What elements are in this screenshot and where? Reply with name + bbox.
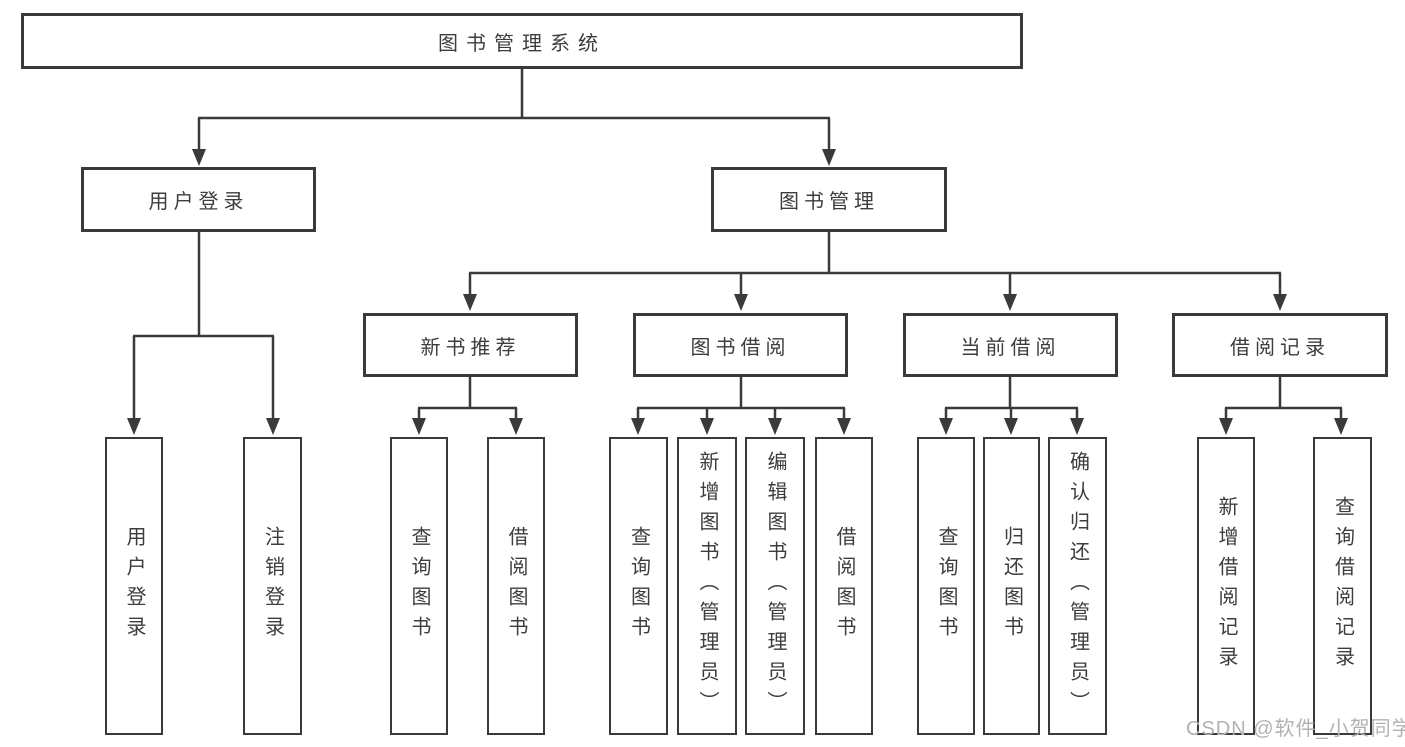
node-leaf-query-books-1: 查询图书 — [390, 437, 448, 735]
node-leaf-user-login: 用户登录 — [105, 437, 163, 735]
node-leaf-borrow-books-2: 借阅图书 — [815, 437, 873, 735]
node-user-login: 用户登录 — [81, 167, 316, 232]
node-leaf-edit-book-admin: 编辑图书（管理员） — [745, 437, 805, 735]
node-leaf-return-book: 归还图书 — [983, 437, 1040, 735]
node-leaf-query-books-2: 查询图书 — [609, 437, 668, 735]
node-leaf-add-book-admin: 新增图书（管理员） — [677, 437, 737, 735]
node-leaf-borrow-books-1: 借阅图书 — [487, 437, 545, 735]
node-book-management: 图书管理 — [711, 167, 947, 232]
node-book-borrow: 图书借阅 — [633, 313, 848, 377]
node-leaf-confirm-return-admin: 确认归还（管理员） — [1048, 437, 1107, 735]
watermark: CSDN @软件_小贺同学 — [1186, 718, 1405, 740]
node-leaf-query-borrow-record: 查询借阅记录 — [1313, 437, 1372, 735]
node-leaf-add-borrow-record: 新增借阅记录 — [1197, 437, 1255, 735]
node-root: 图书管理系统 — [21, 13, 1023, 69]
node-new-book-recommend: 新书推荐 — [363, 313, 578, 377]
node-borrow-records: 借阅记录 — [1172, 313, 1388, 377]
node-leaf-logout: 注销登录 — [243, 437, 302, 735]
node-current-borrow: 当前借阅 — [903, 313, 1118, 377]
node-leaf-query-books-3: 查询图书 — [917, 437, 975, 735]
